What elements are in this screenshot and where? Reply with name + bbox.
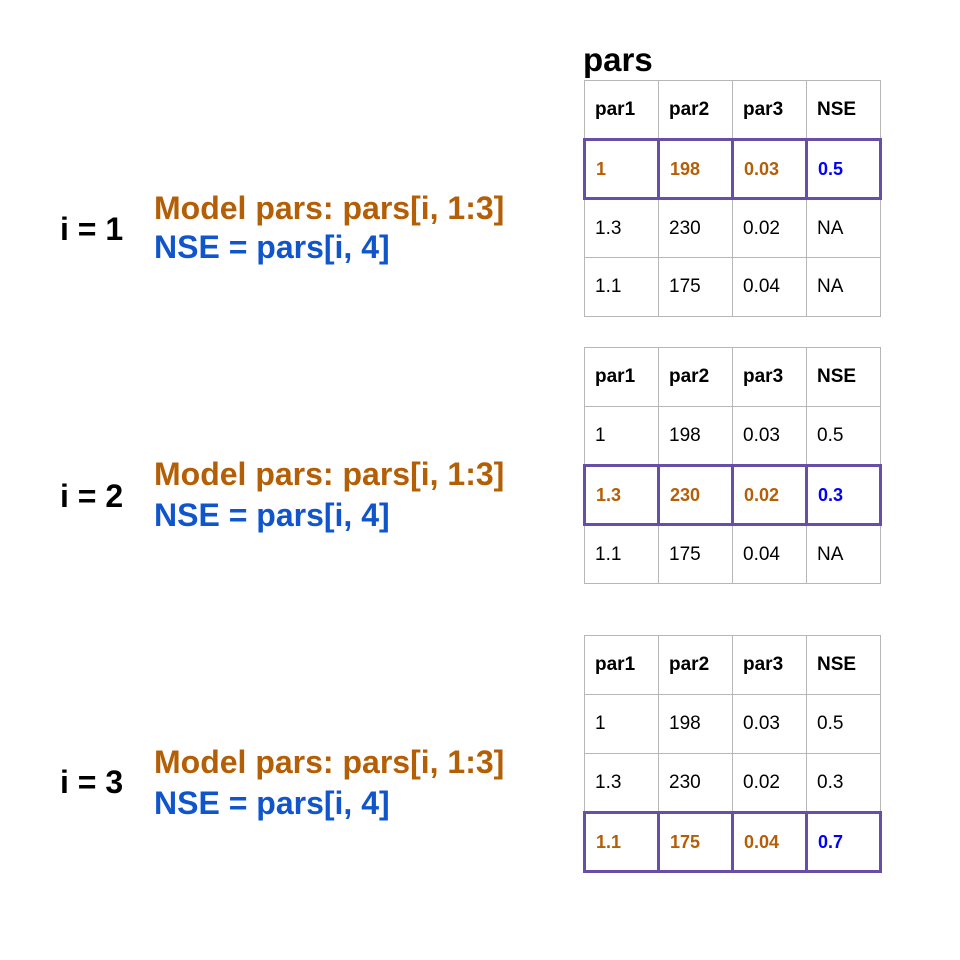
table-row: 1.3 230 0.02 0.3 [584, 753, 881, 813]
table-cell-nse: 0.3 [805, 464, 882, 526]
table-row: 1.3 230 0.02 NA [584, 198, 881, 258]
table-cell: 1.1 [584, 524, 659, 584]
table-header-row: par1 par2 par3 NSE [584, 80, 881, 140]
i-label: i = 1 [60, 211, 124, 247]
table-cell-nse: 0.7 [805, 811, 882, 873]
column-header: par2 [658, 347, 733, 407]
model-pars-text: Model pars: pars[i, 1:3] [154, 744, 505, 780]
table-cell: 1.1 [583, 811, 660, 873]
pars-table: par1 par2 par3 NSE 1 198 0.03 0.5 1.3 23… [583, 80, 882, 317]
table-row: 1.1 175 0.04 NA [584, 257, 881, 317]
column-header: par2 [658, 635, 733, 695]
table-cell: 0.04 [731, 811, 808, 873]
table-row-highlighted: 1 198 0.03 0.5 [583, 138, 882, 200]
table-cell: 1 [583, 138, 660, 200]
table-cell-nse: NA [806, 198, 881, 258]
i-label: i = 2 [60, 478, 124, 514]
table-row: 1.1 175 0.04 NA [584, 524, 881, 584]
table-cell: 0.03 [732, 694, 807, 754]
table-header-row: par1 par2 par3 NSE [584, 347, 881, 407]
table-row: 1 198 0.03 0.5 [584, 694, 881, 754]
nse-text: NSE = pars[i, 4] [154, 785, 390, 821]
pars-title: pars [583, 41, 653, 78]
column-header: par1 [584, 347, 659, 407]
table-row-highlighted: 1.3 230 0.02 0.3 [583, 464, 882, 526]
column-header: par1 [584, 80, 659, 140]
table-cell: 1.3 [584, 753, 659, 813]
table-cell: 0.03 [732, 406, 807, 466]
table-cell-nse: 0.5 [806, 406, 881, 466]
table-cell: 1.3 [584, 198, 659, 258]
column-header: NSE [806, 347, 881, 407]
column-header: par3 [732, 347, 807, 407]
table-cell: 230 [658, 753, 733, 813]
nse-text: NSE = pars[i, 4] [154, 497, 390, 533]
table-cell: 1.1 [584, 257, 659, 317]
table-cell-nse: NA [806, 524, 881, 584]
table-cell-nse: NA [806, 257, 881, 317]
model-pars-text: Model pars: pars[i, 1:3] [154, 190, 505, 226]
table-header-row: par1 par2 par3 NSE [584, 635, 881, 695]
i-label: i = 3 [60, 764, 124, 800]
table-cell: 230 [658, 198, 733, 258]
table-cell: 175 [658, 257, 733, 317]
table-cell: 1 [584, 694, 659, 754]
pars-table: par1 par2 par3 NSE 1 198 0.03 0.5 1.3 23… [583, 347, 882, 584]
table-row-highlighted: 1.1 175 0.04 0.7 [583, 811, 882, 873]
column-header: par2 [658, 80, 733, 140]
table-cell: 198 [658, 694, 733, 754]
model-pars-text: Model pars: pars[i, 1:3] [154, 456, 505, 492]
column-header: NSE [806, 80, 881, 140]
column-header: NSE [806, 635, 881, 695]
table-cell: 198 [658, 406, 733, 466]
column-header: par3 [732, 635, 807, 695]
table-cell: 0.03 [731, 138, 808, 200]
pars-table: par1 par2 par3 NSE 1 198 0.03 0.5 1.3 23… [583, 635, 882, 873]
table-cell: 0.02 [732, 198, 807, 258]
table-cell: 0.02 [731, 464, 808, 526]
column-header: par1 [584, 635, 659, 695]
table-cell: 230 [657, 464, 734, 526]
table-cell: 175 [657, 811, 734, 873]
table-cell: 175 [658, 524, 733, 584]
table-cell-nse: 0.5 [806, 694, 881, 754]
table-cell: 1 [584, 406, 659, 466]
table-cell-nse: 0.3 [806, 753, 881, 813]
column-header: par3 [732, 80, 807, 140]
table-cell: 198 [657, 138, 734, 200]
table-cell-nse: 0.5 [805, 138, 882, 200]
table-cell: 0.04 [732, 257, 807, 317]
nse-text: NSE = pars[i, 4] [154, 229, 390, 265]
table-row: 1 198 0.03 0.5 [584, 406, 881, 466]
table-cell: 0.02 [732, 753, 807, 813]
table-cell: 0.04 [732, 524, 807, 584]
table-cell: 1.3 [583, 464, 660, 526]
